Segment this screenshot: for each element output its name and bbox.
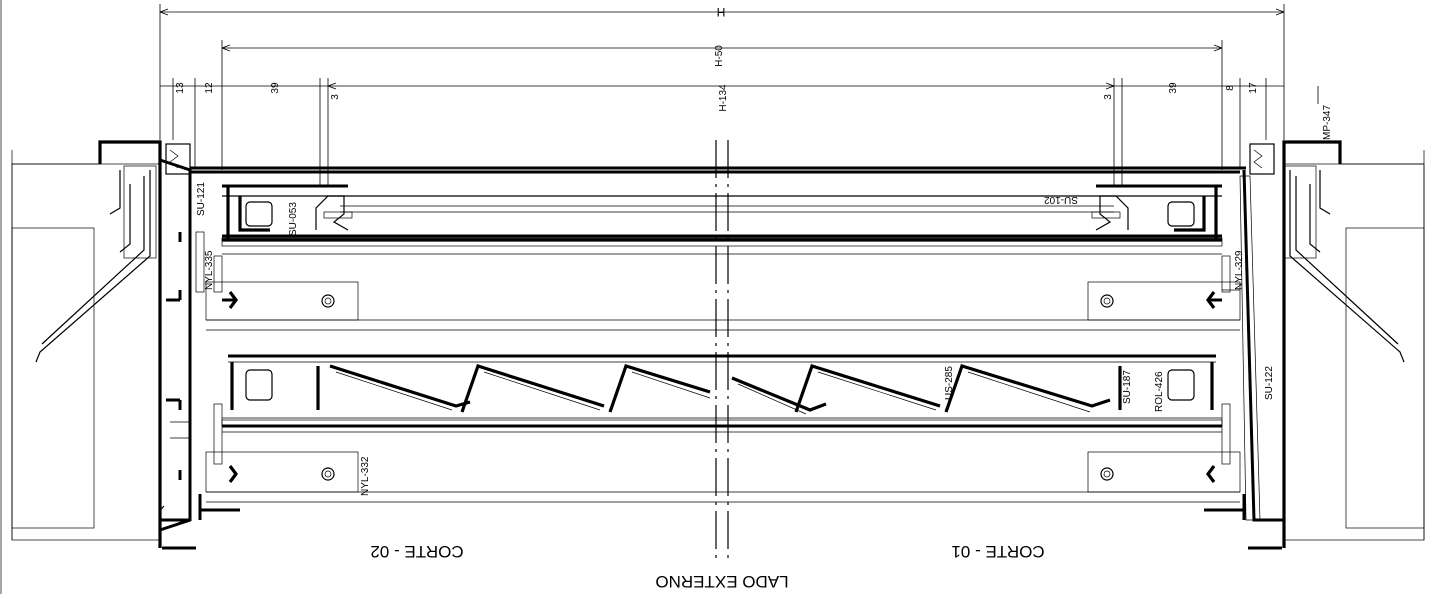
label-su187: SU-187: [1122, 370, 1133, 404]
dim-left-12: 12: [204, 82, 215, 94]
dim-right-39: 39: [1168, 82, 1179, 94]
label-us285: US-285: [944, 366, 955, 400]
louvre-slats: [329, 364, 1111, 415]
side-label-lado-externo: LADO EXTERNO: [655, 572, 788, 591]
break-line: [715, 140, 729, 560]
lower-row: [221, 354, 1223, 433]
label-nyl329: NYL-329: [1234, 250, 1245, 290]
section-title-corte-01: CORTE - 01: [951, 542, 1044, 561]
dim-right-17: 17: [1248, 82, 1259, 94]
label-nyl335: NYL-335: [204, 250, 215, 290]
dim-right-3: 3: [1103, 94, 1114, 100]
label-su102: SU-102: [1044, 194, 1078, 205]
section-title-corte-02: CORTE - 02: [370, 542, 463, 561]
anchor-straps: [35, 165, 1405, 363]
dim-clear: H-134: [718, 84, 729, 112]
dim-left-39: 39: [270, 82, 281, 94]
label-mp347: MP-347: [1322, 105, 1333, 140]
upper-row: [221, 184, 1223, 302]
label-su122: SU-122: [1264, 366, 1275, 400]
outer-frame: [98, 140, 1342, 550]
label-su053: SU-053: [288, 202, 299, 236]
label-rol426: ROL-426: [1154, 371, 1165, 412]
left-wall: [11, 150, 161, 541]
dim-left-13: 13: [175, 82, 186, 94]
label-su121: SU-121: [196, 182, 207, 216]
dim-left-3: 3: [330, 94, 341, 100]
right-wall: [1283, 150, 1425, 541]
upper-bottom-rail: [205, 255, 1241, 331]
lower-bottom-rail: [198, 403, 1246, 520]
dim-overall: H: [717, 5, 726, 19]
side-jambs: [158, 231, 205, 517]
label-nyl332: NYL-332: [360, 456, 371, 496]
dim-inner: H-50: [714, 45, 725, 67]
dim-right-8: 8: [1225, 85, 1236, 91]
